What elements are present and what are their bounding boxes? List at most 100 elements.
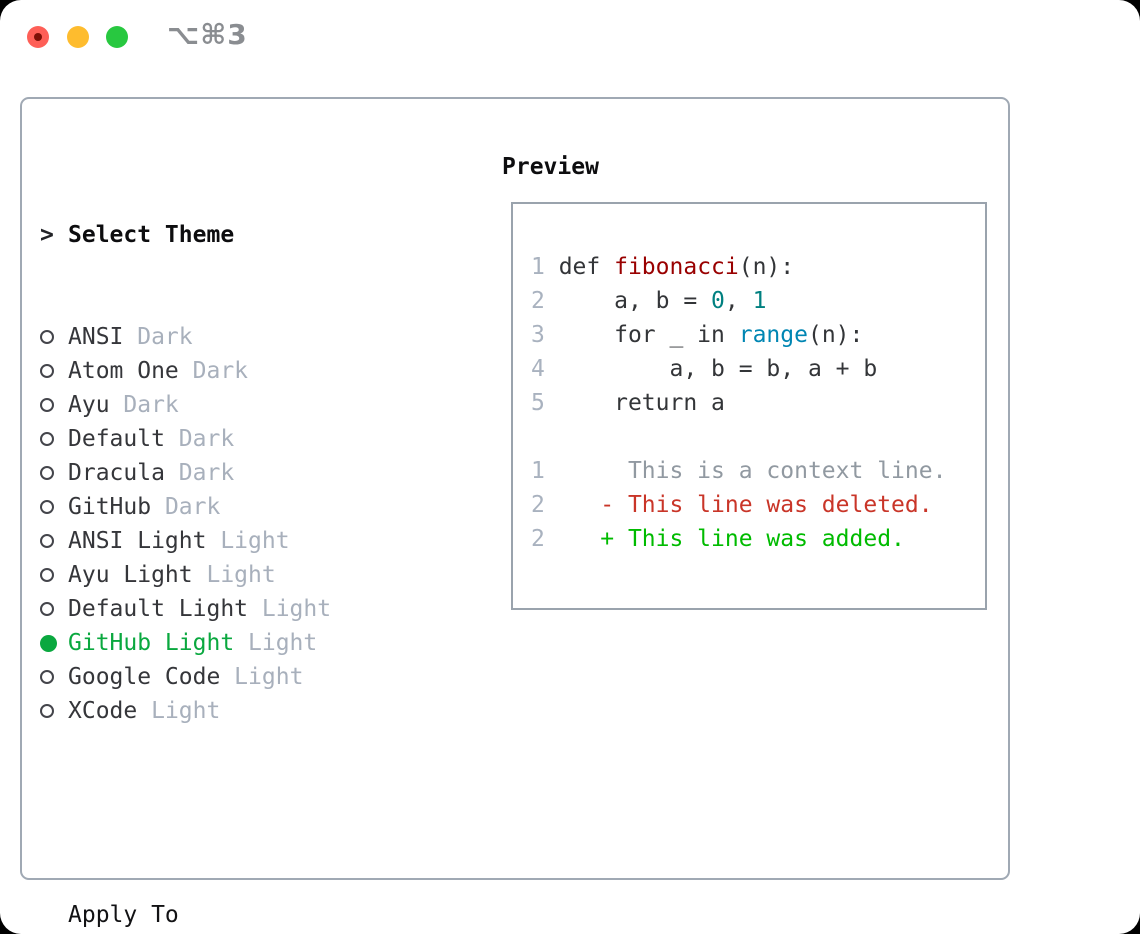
item-label: Ayu Light: [68, 562, 193, 588]
radio-icon: [40, 466, 54, 480]
preview-title: Preview: [502, 154, 599, 180]
radio-icon: [40, 534, 54, 548]
radio-icon: [40, 432, 54, 446]
item-label: GitHub Light: [68, 630, 235, 656]
theme-option[interactable]: Ayu Dark: [40, 388, 472, 422]
theme-option[interactable]: XCode Light: [40, 694, 472, 728]
theme-option[interactable]: Dracula Dark: [40, 456, 472, 490]
line-number: 1: [531, 458, 545, 484]
zoom-button[interactable]: [106, 26, 128, 48]
item-label: Dracula: [68, 460, 165, 486]
code-token: (n):: [807, 322, 864, 348]
radio-icon: [40, 330, 54, 344]
code-token: a, b = b, a + b: [544, 356, 878, 382]
bullet-cell: [40, 432, 68, 446]
bullet-cell: [40, 602, 68, 616]
line-number: 2: [531, 492, 545, 518]
code-line: 1 This is a context line.: [531, 454, 946, 488]
radio-icon: [40, 602, 54, 616]
item-variant-label: Light: [192, 562, 276, 588]
radio-icon: [40, 398, 54, 412]
bullet-cell: [40, 704, 68, 718]
minimize-button[interactable]: [67, 26, 89, 48]
close-dot-icon: [34, 33, 42, 41]
item-variant-label: Dark: [164, 460, 235, 486]
item-label: ANSI Light: [68, 528, 207, 554]
line-number: 1: [531, 254, 545, 280]
code-line: 2 a, b = 0, 1: [531, 284, 946, 318]
theme-option[interactable]: GitHub Light Light: [40, 626, 472, 660]
bullet-cell: [40, 398, 68, 412]
item-variant-label: Light: [206, 528, 290, 554]
line-number: 4: [531, 356, 545, 382]
bullet-cell: [40, 466, 68, 480]
code-token: (n):: [738, 254, 795, 280]
bullet-cell: [40, 500, 68, 514]
theme-option[interactable]: GitHub Dark: [40, 490, 472, 524]
item-variant-label: Light: [234, 630, 318, 656]
radio-icon: [40, 364, 54, 378]
code-line: 2 + This line was added.: [531, 522, 946, 556]
code-line: 1 def fibonacci(n):: [531, 250, 946, 284]
code-line: 5 return a: [531, 386, 946, 420]
item-label: Default: [68, 426, 165, 452]
bullet-cell: [40, 568, 68, 582]
theme-option[interactable]: Default Light Light: [40, 592, 472, 626]
code-token: return a: [544, 390, 725, 416]
code-line: 4 a, b = b, a + b: [531, 352, 946, 386]
code-line: 2 - This line was deleted.: [531, 488, 946, 522]
radio-icon: [40, 568, 54, 582]
item-label: GitHub: [68, 494, 152, 520]
line-number: 2: [531, 526, 545, 552]
theme-option[interactable]: Default Dark: [40, 422, 472, 456]
select-theme-header-row: > Select Theme: [40, 218, 472, 252]
line-number: 2: [531, 288, 545, 314]
code-line: 3 for _ in range(n):: [531, 318, 946, 352]
item-label: Ayu: [68, 392, 110, 418]
theme-option[interactable]: Atom One Dark: [40, 354, 472, 388]
item-variant-label: Light: [220, 664, 304, 690]
select-theme-title: Select Theme: [68, 222, 235, 248]
code-token: + This line was added.: [544, 526, 905, 552]
code-token: a, b =: [544, 288, 712, 314]
radio-selected-icon: [40, 634, 57, 652]
code-token: This is a context line.: [544, 458, 947, 484]
bullet-cell: [40, 364, 68, 378]
item-variant-label: Light: [137, 698, 221, 724]
line-number: 5: [531, 390, 545, 416]
item-label: Default Light: [68, 596, 249, 622]
theme-option[interactable]: ANSI Dark: [40, 320, 472, 354]
item-label: ANSI: [68, 324, 124, 350]
code-token: 1: [752, 288, 767, 314]
item-label: Atom One: [68, 358, 179, 384]
code-token: fibonacci: [614, 254, 739, 280]
cursor-caret-icon: >: [40, 222, 54, 248]
theme-option[interactable]: ANSI Light Light: [40, 524, 472, 558]
window-title: ⌥⌘3: [167, 18, 248, 51]
apply-to-header-row: Apply To: [40, 898, 472, 932]
theme-option[interactable]: Google Code Light: [40, 660, 472, 694]
item-variant-label: Dark: [123, 324, 193, 350]
item-variant-label: Dark: [178, 358, 249, 384]
close-button[interactable]: [27, 26, 49, 48]
code-line: [531, 420, 946, 454]
code-token: 0: [711, 288, 725, 314]
apply-to-title: Apply To: [68, 902, 179, 928]
line-number: 3: [531, 322, 545, 348]
code-token: - This line was deleted.: [544, 492, 933, 518]
bullet-cell: [40, 634, 68, 652]
item-variant-label: Dark: [109, 392, 179, 418]
code-token: def: [544, 254, 615, 280]
code-token: for _ in: [544, 322, 739, 348]
bullet-cell: [40, 534, 68, 548]
theme-option[interactable]: Ayu Light Light: [40, 558, 472, 592]
radio-icon: [40, 670, 54, 684]
item-variant-label: Light: [248, 596, 332, 622]
